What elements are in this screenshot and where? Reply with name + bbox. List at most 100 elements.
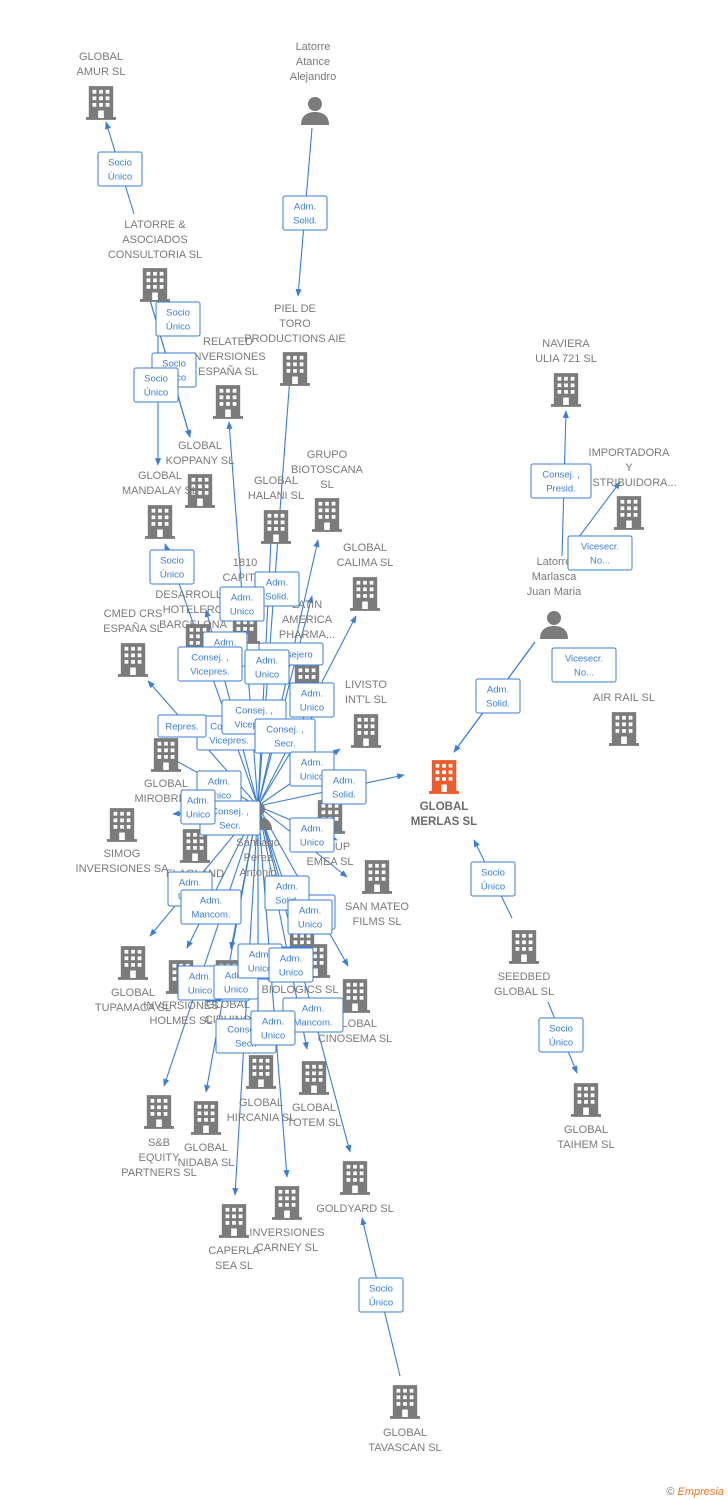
building-icon[interactable]: [312, 498, 342, 532]
node-label[interactable]: INVERSIONES: [190, 351, 265, 363]
node-label[interactable]: FILMS SL: [353, 916, 402, 928]
node-label[interactable]: ESPAÑA SL: [198, 365, 258, 378]
node-label[interactable]: PRODUCTIONS AIE: [244, 333, 345, 345]
building-icon[interactable]: [280, 352, 310, 386]
building-icon[interactable]: [340, 1161, 370, 1195]
node-label[interactable]: PHARMA...: [279, 629, 335, 641]
node-label[interactable]: Juan Maria: [527, 586, 582, 598]
node-label[interactable]: CALIMA SL: [337, 557, 394, 569]
node-label[interactable]: SEEDBED: [498, 971, 551, 983]
node-label[interactable]: BIOTOSCANA: [291, 464, 364, 476]
building-icon[interactable]: [140, 268, 170, 302]
node-label[interactable]: HIRCANIA SL: [227, 1112, 295, 1124]
node-label[interactable]: Latorre: [537, 556, 572, 568]
node-label[interactable]: HALANI SL: [248, 490, 304, 502]
node-label[interactable]: Santiago: [236, 837, 279, 849]
node-label[interactable]: GLOBAL: [239, 1097, 283, 1109]
node-label[interactable]: PARTNERS SL: [121, 1167, 196, 1179]
node-desarrollo[interactable]: DESARROLLO HOTELERO BARCELONA: [155, 589, 231, 658]
node-label[interactable]: AIR RAIL SL: [593, 692, 655, 704]
node-label[interactable]: NAVIERA: [542, 338, 590, 350]
node-label[interactable]: EMEA SL: [306, 856, 353, 868]
node-label[interactable]: GLOBAL: [564, 1124, 608, 1136]
building-icon[interactable]: [509, 930, 539, 964]
node-label[interactable]: INVERSIONES: [249, 1227, 324, 1239]
building-icon[interactable]: [191, 1101, 221, 1135]
person-icon[interactable]: [301, 97, 329, 125]
node-label[interactable]: GLOBAL: [343, 542, 387, 554]
node-label[interactable]: GLOBAL: [254, 475, 298, 487]
node-label[interactable]: Marlasca: [532, 571, 578, 583]
node-label[interactable]: ASOCIADOS: [122, 234, 187, 246]
node-label[interactable]: GLOBAL: [206, 999, 250, 1011]
node-label[interactable]: S&B: [148, 1137, 170, 1149]
node-label[interactable]: DISTRIBUIDORA...: [581, 477, 676, 489]
node-label[interactable]: GLOBAL: [79, 51, 123, 63]
building-icon[interactable]: [213, 385, 243, 419]
node-label[interactable]: ULIA 721 SL: [535, 353, 597, 365]
node-piel_toro[interactable]: PIEL DE TORO PRODUCTIONS AIE: [244, 303, 346, 386]
node-label[interactable]: TUPAMACA SL: [95, 1002, 171, 1014]
node-label[interactable]: CMED CRS: [104, 608, 163, 620]
node-label[interactable]: MANDALAY SL: [122, 485, 198, 497]
node-label[interactable]: MERLAS SL: [411, 816, 477, 828]
node-label[interactable]: DESARROLLO: [155, 589, 231, 601]
node-label[interactable]: GLOBAL: [383, 1427, 427, 1439]
node-label[interactable]: INT'L SL: [345, 694, 387, 706]
building-icon[interactable]: [144, 1095, 174, 1129]
building-icon[interactable]: [429, 760, 459, 794]
building-icon[interactable]: [340, 979, 370, 1013]
building-icon[interactable]: [219, 1204, 249, 1238]
node-label[interactable]: AMERICA: [282, 614, 333, 626]
node-label[interactable]: GLOBAL: [333, 1018, 377, 1030]
node-label[interactable]: Perez: [244, 852, 273, 864]
node-label[interactable]: PIEL DE: [274, 303, 316, 315]
building-icon[interactable]: [299, 1061, 329, 1095]
node-label[interactable]: INVERSIONES: [143, 1000, 218, 1012]
node-label[interactable]: KOPPANY SL: [166, 455, 235, 467]
node-label[interactable]: TORO: [279, 318, 311, 330]
node-cinosema[interactable]: GLOBAL CINOSEMA SL: [318, 979, 393, 1045]
node-seedbed[interactable]: SEEDBED GLOBAL SL: [494, 930, 554, 998]
node-label[interactable]: GLOBAL: [144, 778, 188, 790]
node-label[interactable]: NIDABA SL: [178, 1157, 235, 1169]
node-label[interactable]: HOTELERO: [163, 604, 224, 616]
node-label[interactable]: BARCELONA: [159, 619, 228, 631]
node-label[interactable]: GLOBAL: [292, 1102, 336, 1114]
building-icon[interactable]: [272, 1186, 302, 1220]
node-label[interactable]: SEA SL: [215, 1260, 253, 1272]
building-icon[interactable]: [350, 577, 380, 611]
node-label[interactable]: CINOSEMA SL: [318, 1033, 393, 1045]
node-label[interactable]: BIOLOGICS SL: [261, 984, 338, 996]
node-label[interactable]: GLOBAL SL: [494, 986, 554, 998]
building-icon[interactable]: [118, 946, 148, 980]
node-label[interactable]: LATORRE &: [124, 219, 186, 231]
node-naviera[interactable]: NAVIERA ULIA 721 SL: [535, 338, 597, 407]
node-label[interactable]: LIVISTO: [345, 679, 387, 691]
node-label[interactable]: GRUPO: [307, 449, 348, 461]
building-icon[interactable]: [107, 808, 137, 842]
person-icon[interactable]: [540, 611, 568, 639]
building-icon[interactable]: [246, 1055, 276, 1089]
node-label[interactable]: Atance: [296, 56, 330, 68]
building-icon[interactable]: [261, 510, 291, 544]
